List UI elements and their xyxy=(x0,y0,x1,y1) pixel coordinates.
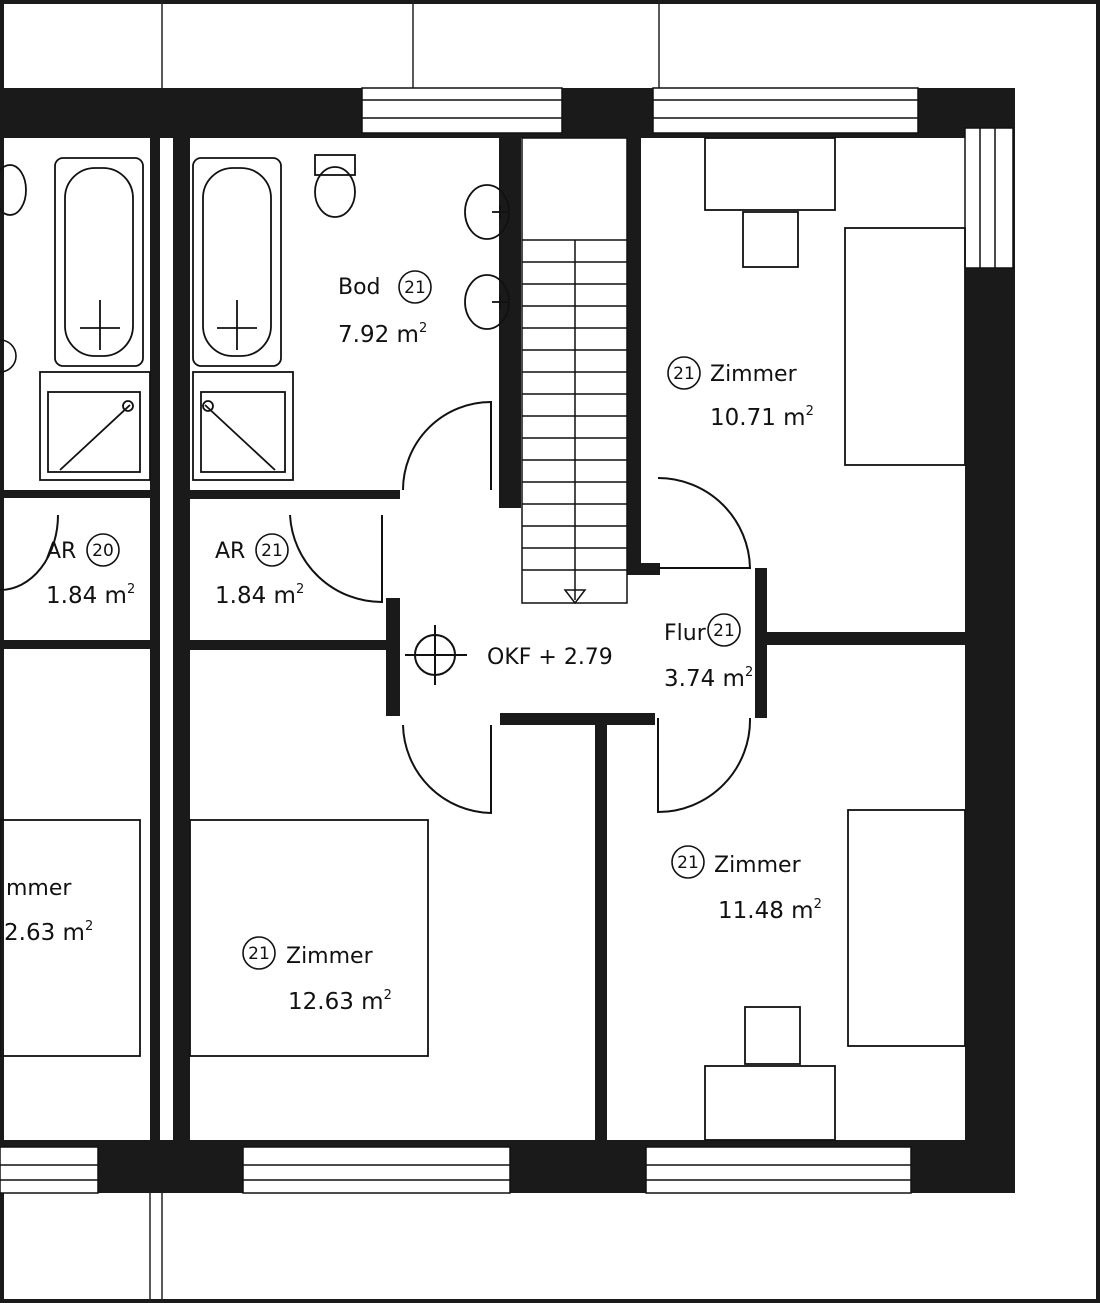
area-exponent: 2 xyxy=(419,321,427,336)
room-name: Bod xyxy=(338,275,381,300)
room-number-tag xyxy=(0,339,17,373)
svg-text:10.71 m2: 10.71 m2 xyxy=(710,404,814,431)
area-exponent: 2 xyxy=(85,919,93,934)
area-exponent: 2 xyxy=(806,404,814,419)
area-unit: m xyxy=(783,405,805,431)
room-area: 12.63 xyxy=(288,989,354,1015)
room-number: 21 xyxy=(713,621,735,641)
room-area: 10.71 xyxy=(710,405,776,431)
desk-icon xyxy=(704,137,836,211)
room-zimmer-ne: 21 Zimmer 10.71 m2 xyxy=(667,356,814,431)
svg-text:3.74 m2: 3.74 m2 xyxy=(664,665,753,692)
area-exponent: 2 xyxy=(384,988,392,1003)
area-unit: m xyxy=(791,898,813,924)
toilet-icon xyxy=(0,164,27,216)
bathtub-icon xyxy=(54,157,144,367)
room-name: mmer xyxy=(6,876,72,901)
room-area: 3.74 xyxy=(664,666,715,692)
room-name: Zimmer xyxy=(710,362,798,387)
room-number-tag xyxy=(86,533,120,567)
chair-icon xyxy=(742,211,799,268)
area-unit: m xyxy=(105,583,127,609)
svg-text:2.63 m2: 2.63 m2 xyxy=(4,919,93,946)
area-unit: m xyxy=(723,666,745,692)
room-zimmer-sw: 21 Zimmer 12.63 m2 xyxy=(242,936,392,1015)
doors xyxy=(0,400,752,815)
room-number: 21 xyxy=(248,944,270,964)
shower-icon xyxy=(192,371,294,481)
room-bad: Bod 21 7.92 m2 xyxy=(338,270,432,348)
level-label: OKF + 2.79 xyxy=(487,645,613,670)
room-number-tag xyxy=(242,936,276,970)
room-zimmer-se: 21 Zimmer 11.48 m2 xyxy=(671,845,822,924)
svg-text:7.92 m2: 7.92 m2 xyxy=(338,321,427,348)
sink-icon xyxy=(464,184,510,240)
svg-text:1.84 m2: 1.84 m2 xyxy=(46,582,135,609)
room-area: 11.48 xyxy=(718,898,784,924)
room-number-tag xyxy=(667,356,701,390)
room-area: 7.92 xyxy=(338,322,389,348)
room-number: 21 xyxy=(677,853,699,873)
room-number-tag xyxy=(707,613,741,647)
bed-icon xyxy=(0,819,141,1057)
room-flur: Flur 21 3.74 m2 xyxy=(664,613,753,692)
area-exponent: 2 xyxy=(814,897,822,912)
room-zimmer-neighbor: mmer 2.63 m2 xyxy=(4,876,93,946)
walls xyxy=(0,88,1015,1193)
toilet-icon xyxy=(314,154,356,218)
room-name: Zimmer xyxy=(286,944,374,969)
room-area: 2.63 xyxy=(4,920,55,946)
area-unit: m xyxy=(361,989,383,1015)
room-area: 1.84 xyxy=(215,583,266,609)
room-neighbor-bath-tag xyxy=(0,339,17,373)
area-unit: m xyxy=(397,322,419,348)
room-area: 1.84 xyxy=(46,583,97,609)
chair-icon xyxy=(744,1006,801,1065)
room-number: 21 xyxy=(673,364,695,384)
svg-text:12.63 m2: 12.63 m2 xyxy=(288,988,392,1015)
svg-text:11.48 m2: 11.48 m2 xyxy=(718,897,822,924)
bed-icon xyxy=(844,227,966,466)
axis-lines xyxy=(149,0,660,1303)
svg-text:1.84 m2: 1.84 m2 xyxy=(215,582,304,609)
wardrobe-icon xyxy=(189,819,429,1057)
level-marker-icon xyxy=(405,625,467,685)
stairs-icon xyxy=(521,137,628,605)
area-exponent: 2 xyxy=(296,582,304,597)
shower-icon xyxy=(39,371,151,481)
room-number: 21 xyxy=(404,278,426,298)
bathtub-icon xyxy=(192,157,282,367)
room-number-tag xyxy=(255,533,289,567)
bed-icon xyxy=(847,809,966,1047)
sink-icon xyxy=(464,274,510,330)
area-exponent: 2 xyxy=(127,582,135,597)
windows xyxy=(0,87,1014,1194)
area-exponent: 2 xyxy=(745,665,753,680)
room-number: 20 xyxy=(92,541,114,561)
room-number: 21 xyxy=(261,541,283,561)
room-name: Zimmer xyxy=(714,853,802,878)
room-name: AR xyxy=(215,539,245,564)
desk-icon xyxy=(704,1065,836,1141)
area-unit: m xyxy=(274,583,296,609)
room-number-tag xyxy=(671,845,705,879)
area-unit: m xyxy=(63,920,85,946)
room-number-tag xyxy=(398,270,432,304)
room-ar-main: AR 21 1.84 m2 xyxy=(215,533,304,609)
furniture xyxy=(0,137,966,1141)
room-name: Flur xyxy=(664,621,707,646)
room-name: AR xyxy=(46,539,76,564)
room-ar-neighbor: AR 20 1.84 m2 xyxy=(46,533,135,609)
